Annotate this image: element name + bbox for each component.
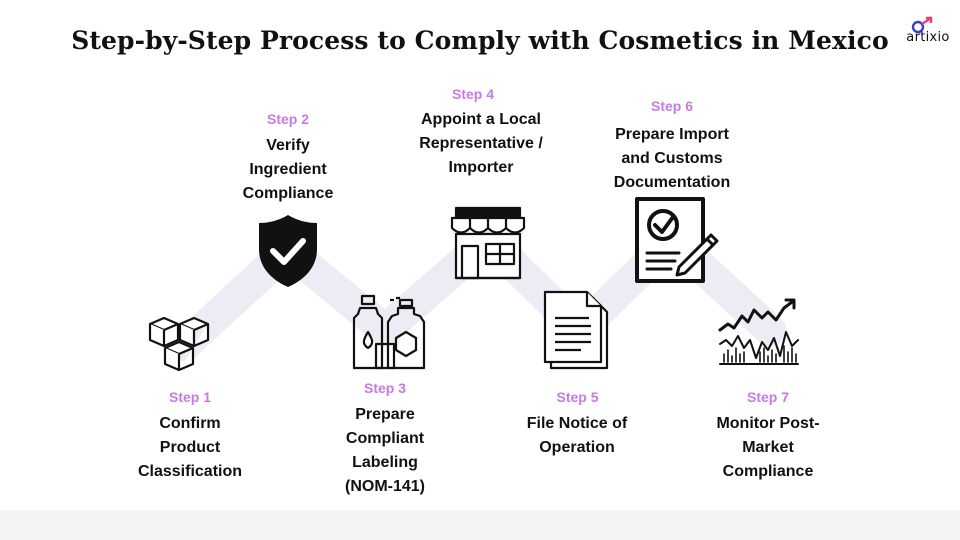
step-3-title: Prepare Compliant Labeling (NOM-141)	[344, 406, 425, 495]
brand-mark-icon	[911, 16, 933, 34]
step-6-title: Prepare Import and Customs Documentation	[613, 126, 731, 191]
brand-logo: artixio	[900, 16, 956, 46]
step-4: Step 4 Appoint a Local Representative / …	[406, 85, 556, 180]
step-1-title: Confirm Product Classification	[137, 415, 243, 480]
boxes-icon	[148, 316, 210, 372]
cosmetic-bottles-icon	[352, 294, 426, 370]
step-3-label: Step 3	[363, 380, 406, 396]
step-7: Step 7 Monitor Post-Market Compliance	[693, 388, 843, 484]
market-chart-icon	[718, 298, 799, 365]
checklist-form-icon	[635, 197, 719, 283]
footer-band	[0, 510, 960, 540]
step-5: Step 5 File Notice of Operation	[505, 388, 650, 460]
document-icon	[543, 290, 609, 370]
step-5-label: Step 5	[556, 389, 599, 405]
step-7-title: Monitor Post-Market Compliance	[716, 415, 820, 480]
page-title: Step-by-Step Process to Comply with Cosm…	[71, 26, 889, 55]
step-6-label: Step 6	[650, 98, 693, 114]
brand-name: artixio	[906, 30, 950, 45]
step-1: Step 1 Confirm Product Classification	[115, 388, 265, 484]
step-2-label: Step 2	[266, 111, 309, 127]
step-7-label: Step 7	[746, 389, 789, 405]
step-3: Step 3 Prepare Compliant Labeling (NOM-1…	[315, 379, 455, 499]
step-1-label: Step 1	[168, 389, 211, 405]
step-4-label: Step 4	[452, 86, 495, 102]
shield-check-icon	[259, 215, 317, 287]
storefront-icon	[450, 206, 526, 280]
step-4-title: Appoint a Local Representative / Importe…	[419, 111, 543, 176]
step-6: Step 6 Prepare Import and Customs Docume…	[597, 97, 747, 195]
step-2-title: Verify Ingredient Compliance	[242, 137, 334, 202]
step-2: Step 2 Verify Ingredient Compliance	[218, 110, 358, 206]
step-5-title: File Notice of Operation	[526, 415, 628, 456]
